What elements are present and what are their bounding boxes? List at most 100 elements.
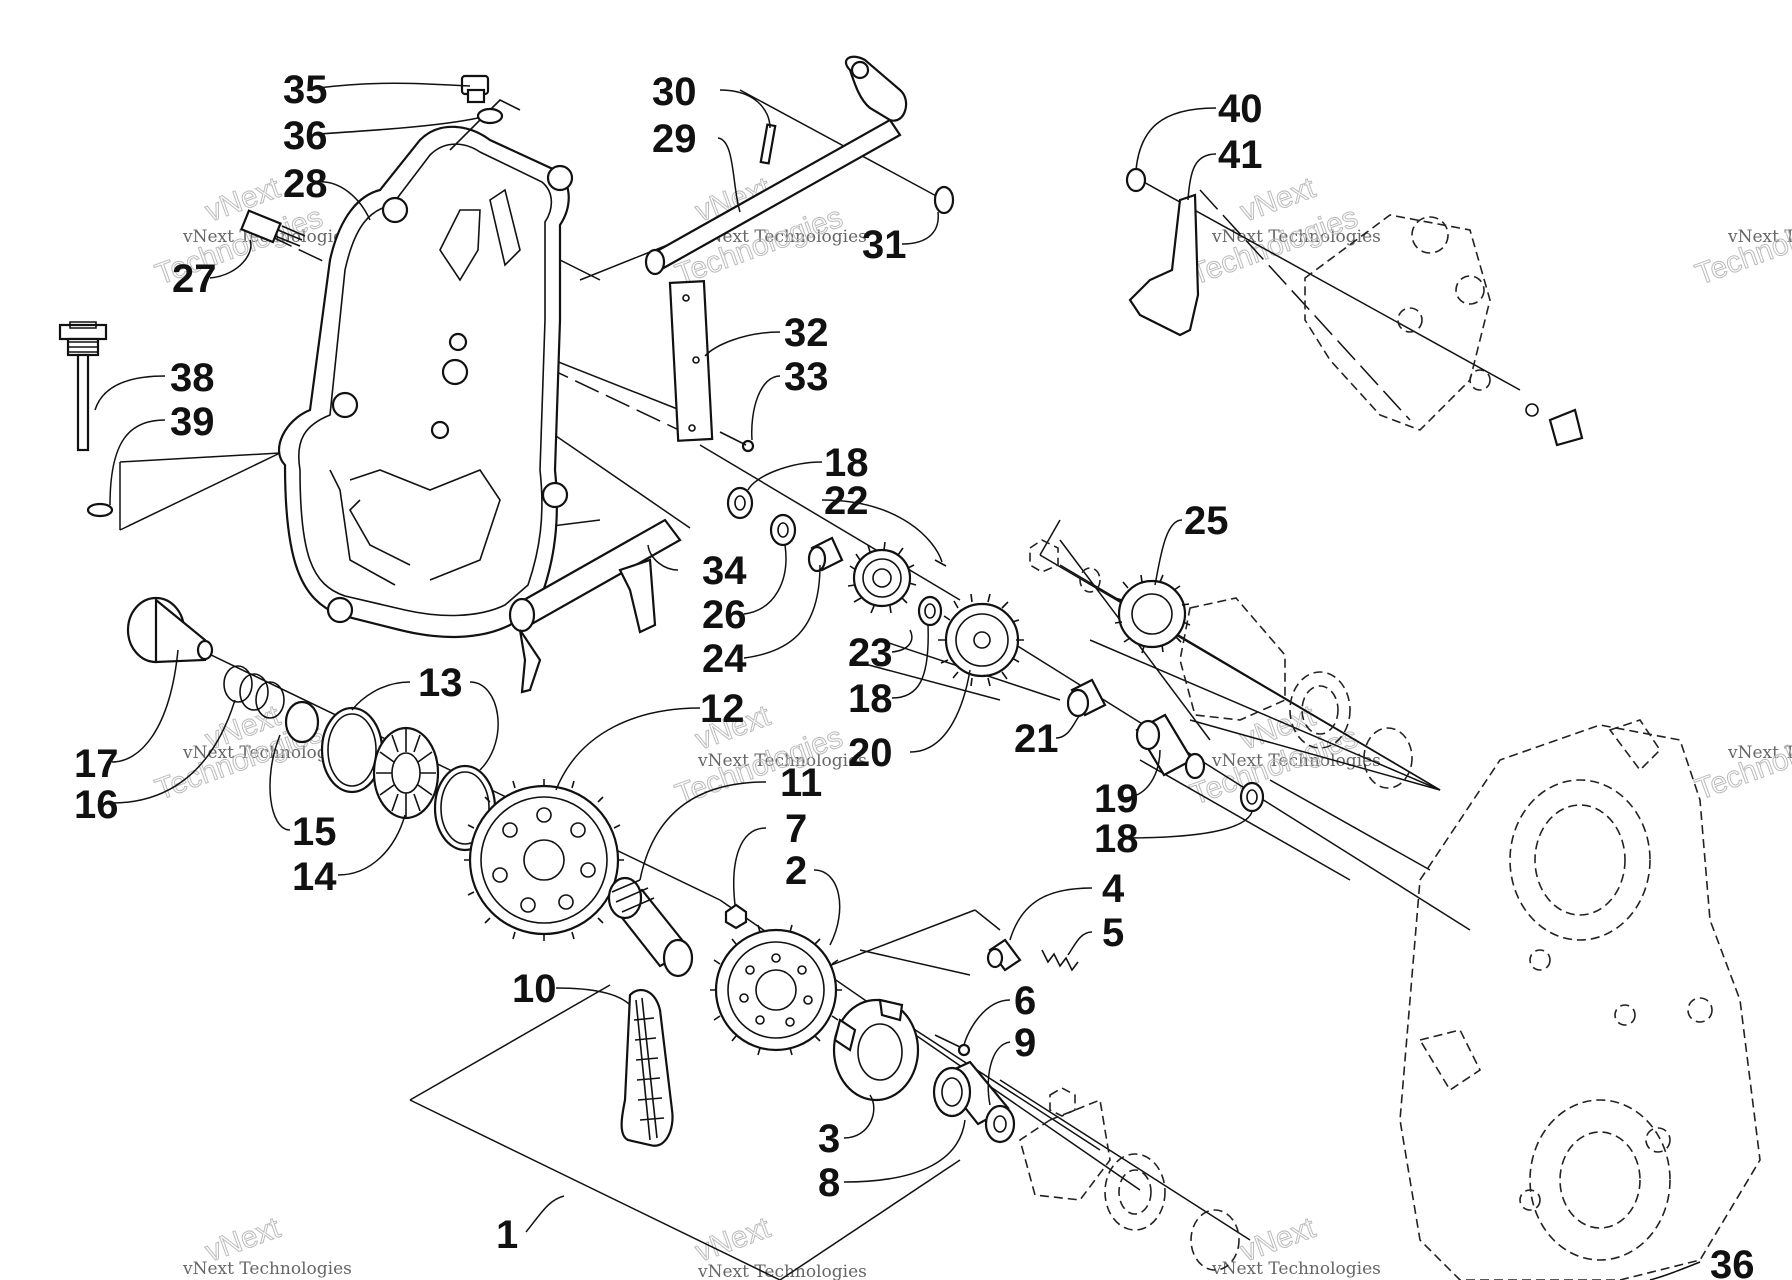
callout-13: 13 [418, 661, 463, 705]
chaincase-cover [277, 99, 574, 639]
belleville-14 [372, 726, 440, 820]
screw-33 [719, 431, 755, 453]
callout-18-c: 18 [1094, 817, 1139, 861]
bearing-plate-lower-dashed [1019, 1087, 1240, 1271]
callout-28: 28 [283, 162, 328, 206]
watermark-8: vNext Technologies Technologies [1691, 715, 1792, 807]
plug-35 [460, 74, 490, 104]
callout-32: 32 [784, 311, 829, 355]
callout-17: 17 [74, 742, 119, 786]
key-22 [934, 559, 947, 567]
svg-text:vNext: vNext [691, 1211, 775, 1268]
callout-4: 4 [1102, 867, 1125, 911]
svg-text:vNext Technologies: vNext Technologies [697, 751, 867, 771]
callout-35: 35 [283, 68, 328, 112]
watermark-4: vNext Technologies Technologies [1691, 200, 1792, 292]
clip-15 [284, 700, 320, 744]
washer-13-a [320, 706, 384, 794]
watermark-9: vNext vNext Technologies [182, 1211, 352, 1279]
gear-2 [710, 924, 842, 1056]
callout-2: 2 [785, 849, 807, 893]
dipstick-38 [58, 321, 108, 452]
nut-dashed [1029, 539, 1101, 593]
plunger-4 [986, 938, 1022, 972]
callout-36-bottom: 36 [1710, 1243, 1755, 1280]
screw-6 [934, 1034, 971, 1057]
callout-26: 26 [702, 593, 747, 637]
housing-dashed [1399, 719, 1761, 1280]
watermark-7: vNext vNext Technologies Technologies [1186, 699, 1381, 812]
callout-11: 11 [780, 761, 822, 805]
lever-assembly-dashed [1304, 214, 1584, 447]
o-ring-39 [86, 502, 114, 518]
bushing-40 [1125, 167, 1147, 193]
shift-shaft-29 [644, 55, 908, 276]
svg-text:vNext Technologies: vNext Technologies [697, 227, 867, 247]
callout-5: 5 [1102, 911, 1124, 955]
bearing-plate-dashed [1179, 597, 1413, 789]
bearing-21 [1066, 678, 1107, 718]
callout-31: 31 [862, 223, 907, 267]
callout-1: 1 [496, 1213, 518, 1257]
shaft-11 [607, 876, 694, 978]
callout-34: 34 [702, 549, 747, 593]
bearing-24 [807, 536, 844, 573]
callout-14: 14 [292, 855, 337, 899]
chain-10 [620, 988, 674, 1147]
callout-30: 30 [652, 70, 697, 114]
callout-40: 40 [1218, 87, 1263, 131]
o-ring-31 [933, 185, 955, 215]
washer-26 [769, 513, 797, 547]
washer-18-b [917, 595, 943, 627]
svg-text:vNext Technologies: vNext Technologies [697, 1262, 867, 1280]
spring-5 [1041, 949, 1079, 972]
gear-12 [464, 779, 624, 941]
svg-text:Technologies: Technologies [1691, 716, 1792, 807]
callout-labels: 35 36 28 27 38 39 30 29 31 32 33 34 40 4… [74, 68, 1755, 1280]
plate-32 [668, 280, 714, 442]
watermark-3: vNext vNext Technologies Technologies [1186, 171, 1381, 292]
callout-12: 12 [700, 687, 745, 731]
svg-text:vNext Technologies: vNext Technologies [1211, 1259, 1381, 1279]
washer-18-c [1239, 781, 1265, 813]
shift-dog-3 [832, 998, 920, 1102]
svg-text:vNext Technologies: vNext Technologies [1211, 751, 1381, 771]
callout-9: 9 [1014, 1021, 1036, 1065]
sprocket-23 [847, 541, 917, 614]
callout-29: 29 [652, 117, 697, 161]
callout-25: 25 [1184, 499, 1229, 543]
callout-6: 6 [1014, 979, 1036, 1023]
callout-33: 33 [784, 355, 829, 399]
svg-text:vNext Technologies: vNext Technologies [182, 1259, 352, 1279]
bolt-27 [239, 209, 306, 247]
gear-20 [938, 593, 1024, 687]
svg-text:Technologies: Technologies [1691, 201, 1792, 292]
lever-41 [1128, 193, 1200, 337]
washer-36 [476, 107, 504, 125]
callout-39: 39 [170, 400, 215, 444]
callout-10: 10 [512, 967, 557, 1011]
spring-16 [223, 665, 285, 719]
callout-24: 24 [702, 637, 747, 681]
shift-fork-34 [508, 518, 682, 694]
callout-20: 20 [848, 731, 893, 775]
nut-7 [724, 903, 748, 930]
callout-27: 27 [172, 257, 217, 301]
callout-22: 22 [824, 479, 869, 523]
callout-23: 23 [848, 631, 893, 675]
callout-36-top: 36 [283, 114, 328, 158]
callout-7: 7 [785, 807, 807, 851]
shaft-19 [1135, 713, 1206, 780]
callout-19: 19 [1094, 777, 1139, 821]
callout-38: 38 [170, 356, 215, 400]
watermark-10: vNext vNext Technologies [691, 1211, 867, 1280]
callout-8: 8 [818, 1161, 840, 1205]
callout-21: 21 [1014, 717, 1059, 761]
callout-18-a: 18 [824, 441, 869, 485]
callout-15: 15 [292, 810, 337, 854]
svg-text:vNext Technologies: vNext Technologies [1727, 743, 1792, 763]
svg-text:vNext Technologies: vNext Technologies [1727, 227, 1792, 247]
callout-18-b: 18 [848, 677, 893, 721]
watermark-11: vNext vNext Technologies [1211, 1211, 1381, 1279]
